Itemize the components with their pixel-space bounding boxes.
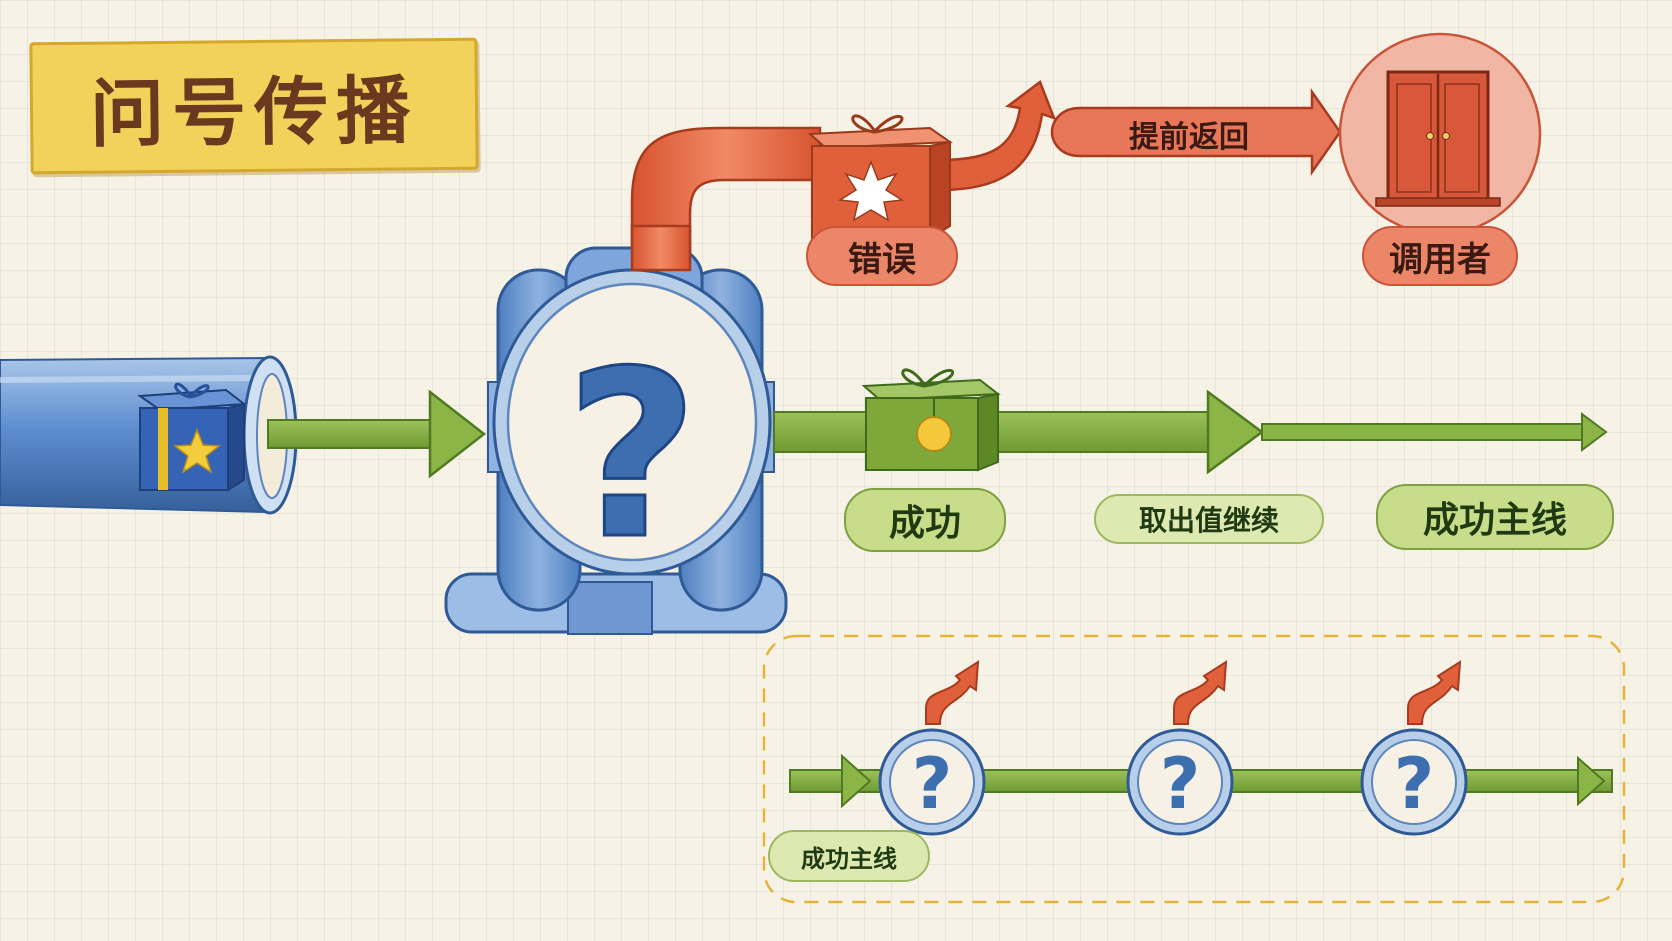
input-arrow — [267, 389, 487, 479]
gift-box-error-icon — [807, 114, 953, 240]
chain-mainline-label: 成功主线 — [768, 830, 930, 882]
door-icon — [1338, 32, 1542, 236]
gift-box-value-icon — [861, 368, 1001, 472]
caller-label: 调用者 — [1362, 226, 1518, 286]
unwrap-continue-label: 取出值继续 — [1094, 494, 1324, 544]
chain-question-mark-icon: ? — [912, 743, 953, 825]
error-pipe-stub — [630, 224, 692, 272]
title-banner: 问号传播 — [29, 37, 479, 175]
success-mainline-label: 成功主线 — [1376, 484, 1614, 550]
chain-question-mark-icon: ? — [1160, 743, 1201, 825]
early-return-label: 提前返回 — [1129, 120, 1249, 155]
chain-operator-3: ? — [1360, 660, 1468, 836]
chain-operator-1: ? — [878, 660, 986, 836]
chain-example: ? ? ? — [762, 634, 1626, 904]
page-title: 问号传播 — [89, 67, 419, 158]
question-mark-icon: ? — [565, 323, 698, 590]
chain-question-mark-icon: ? — [1394, 743, 1435, 825]
chain-operator-2: ? — [1126, 660, 1234, 836]
gift-box-star-icon — [137, 382, 247, 492]
question-operator: ? — [444, 246, 788, 635]
success-label: 成功 — [844, 488, 1006, 552]
error-label: 错误 — [806, 226, 958, 286]
early-return-arrow — [1050, 88, 1342, 176]
